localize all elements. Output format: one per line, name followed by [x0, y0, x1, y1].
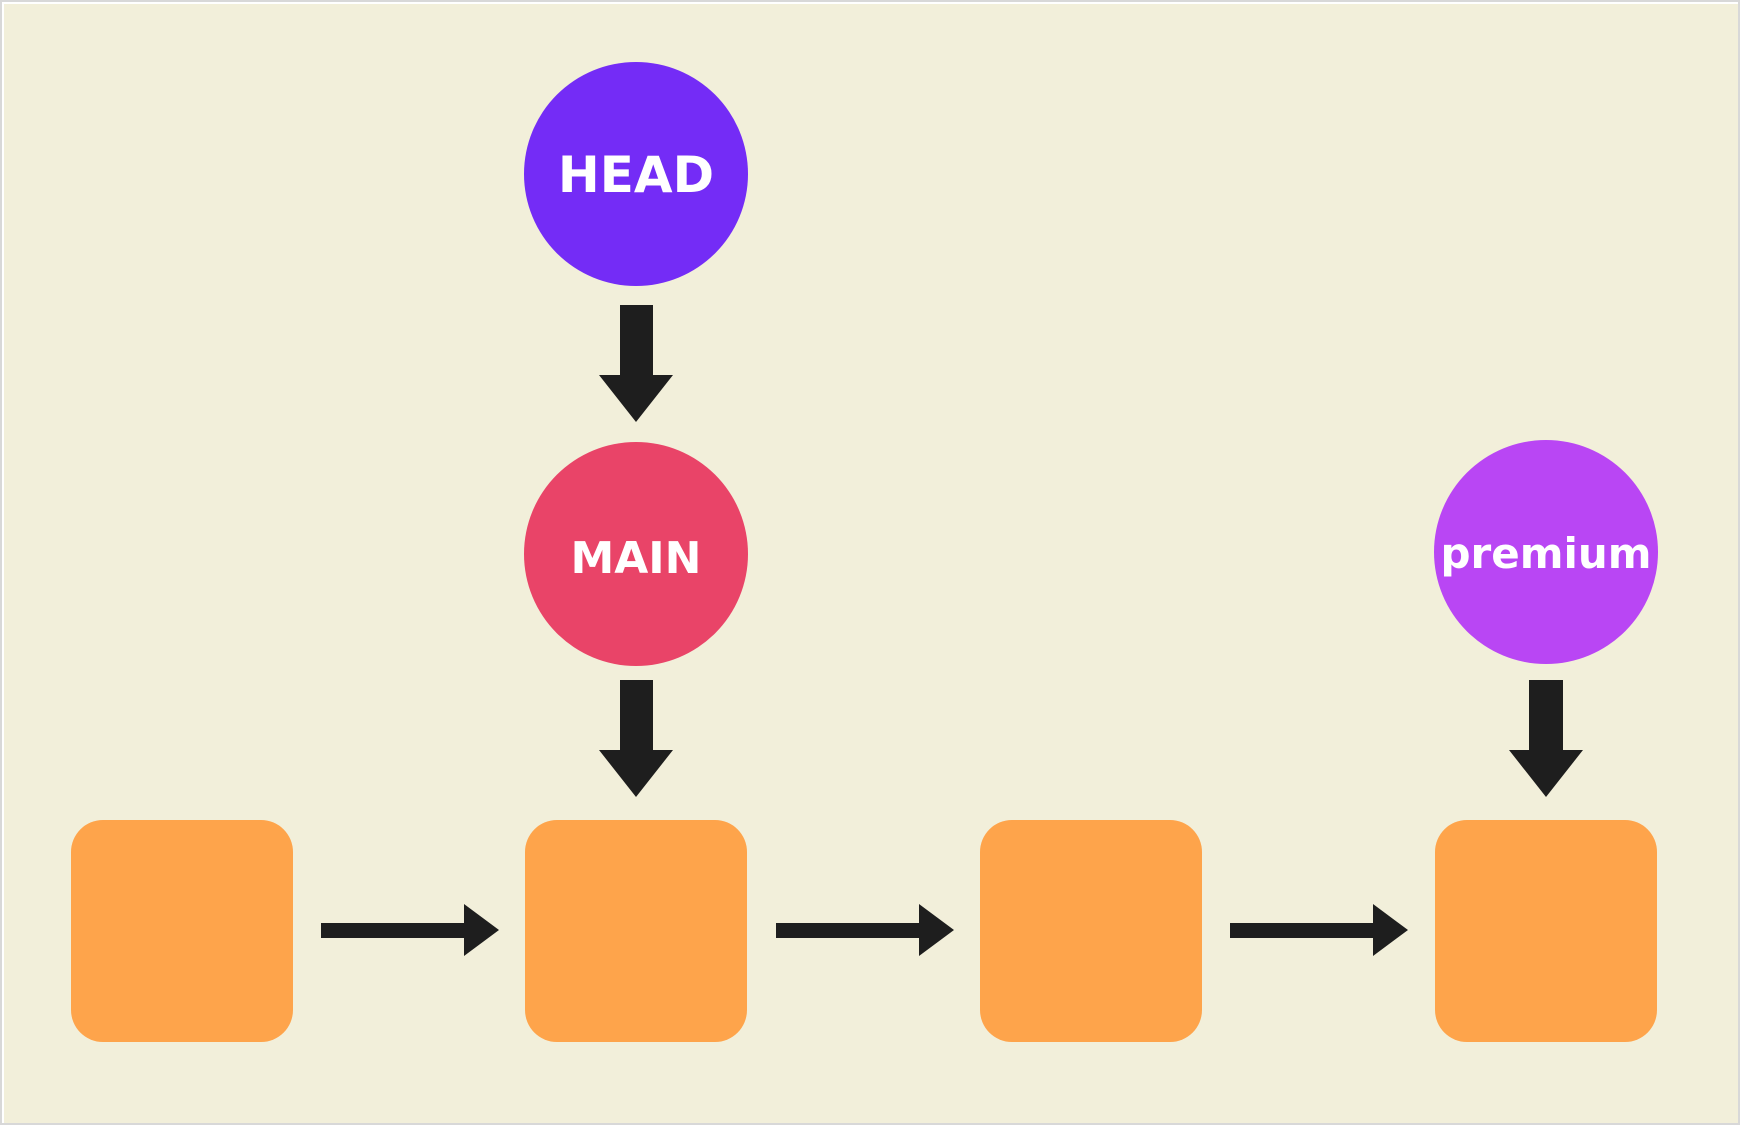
head-label: HEAD — [558, 146, 714, 204]
main-label: MAIN — [570, 533, 701, 584]
main-to-commit-arrow — [599, 680, 673, 797]
commit-1-to-2-arrow — [321, 904, 499, 956]
premium-to-commit-arrow — [1509, 680, 1583, 797]
commit-3-to-4-arrow — [1230, 904, 1408, 956]
commit-box-4 — [1435, 820, 1657, 1042]
commit-2-to-3-arrow — [776, 904, 954, 956]
main-pointer: MAIN — [524, 442, 748, 666]
commit-box-3 — [980, 820, 1202, 1042]
commit-box-2 — [525, 820, 747, 1042]
commit-box-1 — [71, 820, 293, 1042]
head-circle — [524, 62, 748, 286]
main-circle — [524, 442, 748, 666]
head-pointer: HEAD — [524, 62, 748, 286]
premium-pointer: premium — [1434, 440, 1658, 664]
commit-chain — [71, 820, 1657, 1042]
premium-label: premium — [1440, 529, 1651, 578]
head-to-main-arrow — [599, 305, 673, 422]
premium-circle — [1434, 440, 1658, 664]
